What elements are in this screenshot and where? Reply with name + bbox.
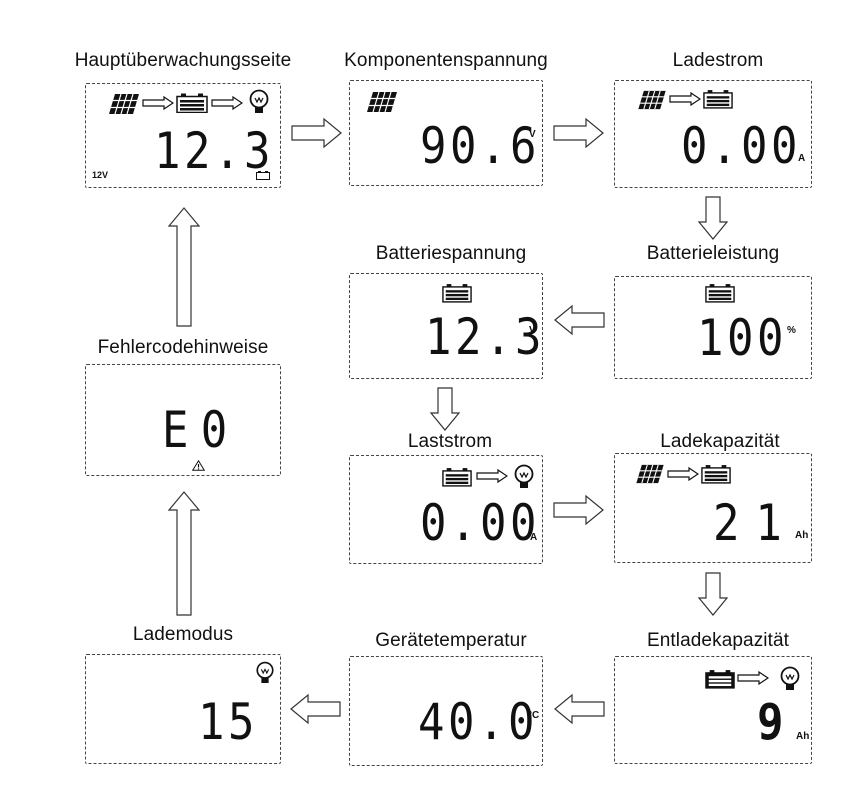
arrow-down bbox=[697, 572, 729, 616]
title-charge-capacity: Ladekapazität bbox=[660, 431, 780, 452]
flow-arrow-icon bbox=[737, 671, 769, 685]
title-load-current: Laststrom bbox=[407, 431, 493, 452]
flow-arrow-icon bbox=[669, 92, 701, 106]
bulb-icon bbox=[780, 666, 800, 690]
title-battery-voltage: Batteriespannung bbox=[375, 243, 527, 264]
charge-capacity-unit: Ah bbox=[795, 530, 809, 541]
charge-current-value: 0.00 bbox=[681, 117, 802, 175]
screen-load-current: 0.00 A bbox=[349, 455, 543, 564]
screen-charge-current: 0.00 A bbox=[614, 80, 812, 188]
screen-device-temperature: 40.0 °C bbox=[349, 656, 543, 766]
battery-icon bbox=[705, 284, 735, 303]
flow-arrow-icon bbox=[476, 469, 508, 483]
screen-component-voltage: 90.6 V bbox=[349, 80, 543, 186]
screen-battery-voltage: 12.3 V bbox=[349, 273, 543, 379]
bulb-icon bbox=[514, 464, 534, 488]
flow-arrow-icon bbox=[667, 467, 699, 481]
screen-main: 12.3 12V bbox=[85, 83, 281, 188]
screen-charge-mode: 15 bbox=[85, 654, 281, 764]
arrow-left bbox=[554, 693, 605, 725]
flow-arrow-icon bbox=[211, 96, 243, 110]
arrow-right bbox=[553, 117, 604, 149]
title-charge-mode: Lademodus bbox=[132, 624, 234, 645]
warning-icon bbox=[192, 460, 205, 471]
main-value: 12.3 bbox=[154, 122, 275, 180]
solar-panel-icon bbox=[636, 464, 664, 484]
arrow-left bbox=[554, 304, 605, 336]
solar-panel-icon bbox=[638, 90, 666, 110]
error-code-value: E0 bbox=[162, 401, 240, 459]
arrow-right bbox=[291, 117, 342, 149]
arrow-down bbox=[429, 387, 461, 431]
arrow-left bbox=[290, 693, 341, 725]
title-device-temperature: Gerätetemperatur bbox=[375, 630, 527, 651]
battery-icon bbox=[705, 670, 735, 689]
screen-discharge-capacity: 9 Ah bbox=[614, 656, 812, 764]
voltage-tag: 12V bbox=[92, 170, 109, 180]
title-error-codes: Fehlercodehinweise bbox=[97, 337, 269, 358]
bulb-icon bbox=[249, 89, 269, 113]
battery-voltage-value: 12.3 bbox=[425, 308, 546, 366]
battery-icon bbox=[442, 468, 472, 487]
arrow-right bbox=[553, 494, 604, 526]
solar-panel-icon bbox=[109, 93, 139, 115]
charge-capacity-value: 21 bbox=[713, 494, 798, 552]
screen-charge-capacity: 21 Ah bbox=[614, 453, 812, 563]
discharge-capacity-unit: Ah bbox=[796, 731, 810, 742]
battery-power-value: 100 bbox=[697, 309, 788, 367]
battery-icon bbox=[442, 284, 472, 303]
arrow-up bbox=[167, 207, 201, 327]
flow-arrow-icon bbox=[142, 96, 174, 110]
bulb-icon bbox=[256, 661, 274, 683]
battery-power-unit: % bbox=[787, 325, 796, 336]
battery-icon bbox=[701, 465, 731, 484]
charge-mode-value: 15 bbox=[198, 693, 259, 751]
title-battery-power: Batterieleistung bbox=[646, 243, 780, 264]
load-current-value: 0.00 bbox=[420, 494, 541, 552]
battery-icon bbox=[703, 90, 733, 109]
charge-current-unit: A bbox=[798, 153, 806, 164]
component-voltage-unit: V bbox=[529, 129, 536, 140]
title-charge-current: Ladestrom bbox=[672, 50, 764, 71]
battery-icon bbox=[256, 171, 270, 180]
battery-icon bbox=[176, 93, 208, 113]
load-current-unit: A bbox=[530, 532, 538, 543]
device-temperature-unit: °C bbox=[528, 710, 540, 721]
title-component-voltage: Komponentenspannung bbox=[344, 50, 548, 71]
discharge-capacity-value: 9 bbox=[757, 693, 788, 751]
arrow-up bbox=[167, 491, 201, 616]
component-voltage-value: 90.6 bbox=[420, 117, 541, 175]
device-temperature-value: 40.0 bbox=[418, 693, 539, 751]
title-main: Hauptüberwachungsseite bbox=[74, 50, 292, 71]
title-discharge-capacity: Entladekapazität bbox=[646, 630, 790, 651]
screen-battery-power: 100 % bbox=[614, 276, 812, 379]
arrow-down bbox=[697, 196, 729, 240]
solar-panel-icon bbox=[367, 91, 397, 113]
battery-voltage-unit: V bbox=[529, 325, 536, 336]
screen-error-codes: E0 bbox=[85, 364, 281, 476]
